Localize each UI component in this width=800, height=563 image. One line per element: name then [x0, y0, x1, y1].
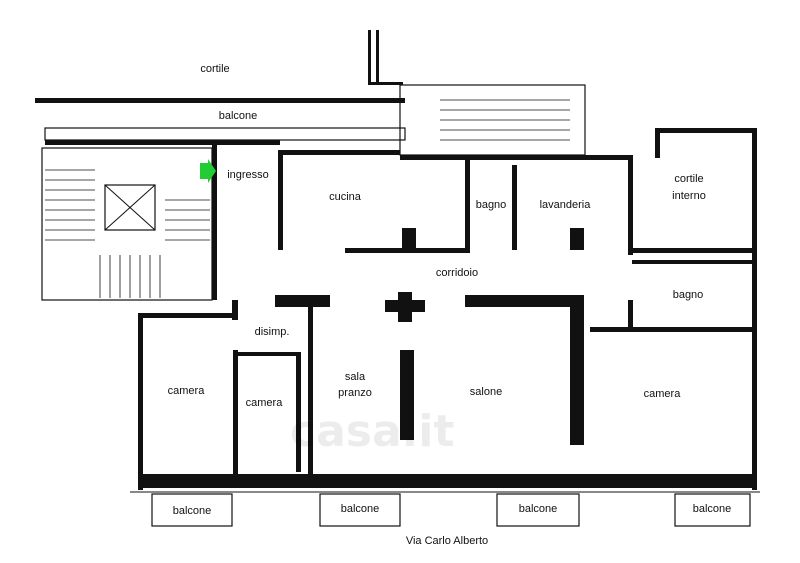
label-street: Via Carlo Alberto — [406, 535, 488, 547]
balcone-4 — [674, 493, 751, 527]
label-cortile: cortile — [200, 63, 229, 75]
label-balcone-4: balcone — [693, 503, 732, 515]
balcone-2 — [319, 493, 401, 527]
label-sala-pranzo-2: pranzo — [338, 387, 372, 399]
balcone-3 — [496, 493, 580, 527]
label-disimp: disimp. — [255, 326, 290, 338]
label-cucina: cucina — [329, 191, 362, 203]
balcone-1 — [151, 493, 233, 527]
label-ingresso: ingresso — [227, 169, 269, 181]
label-camera-2: camera — [246, 397, 284, 409]
label-cortile-interno-2: interno — [672, 190, 706, 202]
label-corridoio: corridoio — [436, 267, 478, 279]
label-balcone-1: balcone — [173, 505, 212, 517]
label-camera-1: camera — [168, 385, 206, 397]
walls — [35, 30, 760, 493]
label-camera-3: camera — [644, 388, 682, 400]
label-balcone-2: balcone — [341, 503, 380, 515]
label-bagno-2: bagno — [673, 289, 704, 301]
label-lavanderia: lavanderia — [540, 199, 592, 211]
label-salone: salone — [470, 386, 502, 398]
label-bagno-1: bagno — [476, 199, 507, 211]
label-cortile-interno-1: cortile — [674, 173, 703, 185]
watermark: casa.it — [290, 406, 454, 457]
label-balcone-3: balcone — [519, 503, 558, 515]
label-balcone-top: balcone — [219, 110, 258, 122]
label-sala-pranzo-1: sala — [345, 371, 366, 383]
entrance-arrow-icon — [200, 159, 216, 183]
